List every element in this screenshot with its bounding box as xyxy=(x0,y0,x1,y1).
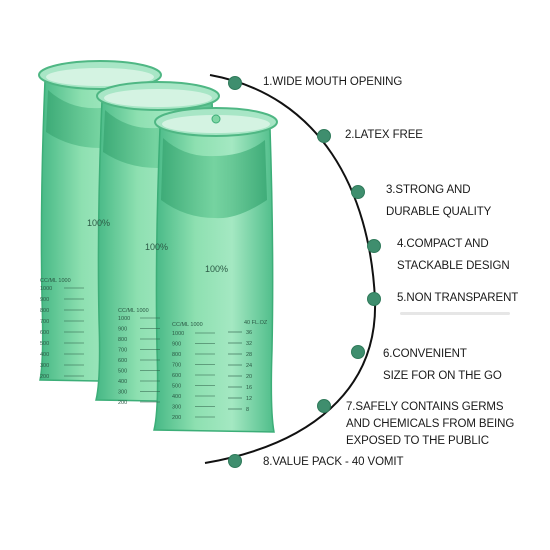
scale-number: 800 xyxy=(40,308,49,314)
badge-middle: 100% xyxy=(145,242,168,252)
feature-3-line-2: DURABLE QUALITY xyxy=(386,206,492,218)
scale-number: 700 xyxy=(40,319,49,325)
scale-number: 900 xyxy=(40,297,49,303)
scale-number-right: 36 xyxy=(246,330,252,336)
feature-dot-3 xyxy=(351,185,365,199)
feature-dot-2 xyxy=(317,129,331,143)
scale-number-right: 12 xyxy=(246,396,252,402)
scale-number-right: 24 xyxy=(246,363,252,369)
scale-number: 200 xyxy=(40,374,49,380)
bag-front xyxy=(153,107,278,433)
feature-dot-7 xyxy=(317,399,331,413)
scale-number: 900 xyxy=(118,327,127,333)
scale-number: 500 xyxy=(172,384,181,390)
scale-number: 600 xyxy=(40,330,49,336)
scale-number: 600 xyxy=(172,373,181,379)
scale-number: 200 xyxy=(172,415,181,421)
feature-7-line-2: AND CHEMICALS FROM BEING xyxy=(346,418,515,430)
scale-number-right: 20 xyxy=(246,374,252,380)
scale-number: 300 xyxy=(40,363,49,369)
scale-label-front: CC/ML 1000 xyxy=(172,322,203,328)
feature-1-line-1: 1.WIDE MOUTH OPENING xyxy=(263,76,403,88)
feature-dot-4 xyxy=(367,239,381,253)
scale-number: 400 xyxy=(40,352,49,358)
scale-number-right: 32 xyxy=(246,341,252,347)
feature-1: 1.WIDE MOUTH OPENING xyxy=(263,71,402,93)
bag-badges: 100% 100% 100% xyxy=(87,218,228,274)
feature-6: 6.CONVENIENT SIZE FOR ON THE GO xyxy=(383,343,502,387)
scale-number: 1000 xyxy=(40,286,52,292)
feature-8: 8.VALUE PACK - 40 VOMIT xyxy=(263,451,404,473)
feature-4: 4.COMPACT AND STACKABLE DESIGN xyxy=(397,233,510,277)
feature-2: 2.LATEX FREE xyxy=(345,124,423,146)
scale-number-right: 28 xyxy=(246,352,252,358)
scale-number: 1000 xyxy=(118,316,130,322)
scale-ticks: 1000 900 800 700 600 500 400 300 200 1000 900 800 70… xyxy=(40,286,252,421)
scale-number: 400 xyxy=(118,379,127,385)
scale-number: 500 xyxy=(40,341,49,347)
scale-number: 800 xyxy=(118,337,127,343)
feature-7-line-3: EXPOSED TO THE PUBLIC xyxy=(346,435,489,447)
scale-number: 500 xyxy=(118,369,127,375)
scale-right-label-front: 40 FL.OZ xyxy=(244,320,268,326)
feature-4-line-2: STACKABLE DESIGN xyxy=(397,260,510,272)
scale-number: 300 xyxy=(118,390,127,396)
feature-dot-1 xyxy=(228,76,242,90)
scale-number: 800 xyxy=(172,352,181,358)
feature-8-line-1: 8.VALUE PACK - 40 VOMIT xyxy=(263,456,404,468)
feature-3: 3.STRONG AND DURABLE QUALITY xyxy=(386,179,491,223)
badge-front: 100% xyxy=(205,264,228,274)
scale-number: 700 xyxy=(172,363,181,369)
feature-dot-5 xyxy=(367,292,381,306)
scale-number: 200 xyxy=(118,400,127,406)
feature-3-line-1: 3.STRONG AND xyxy=(386,184,471,196)
feature-6-line-2: SIZE FOR ON THE GO xyxy=(383,370,502,382)
feature-5-line-1: 5.NON TRANSPARENT xyxy=(397,292,519,304)
scale-number: 300 xyxy=(172,405,181,411)
scale-number: 700 xyxy=(118,348,127,354)
feature-5-underline xyxy=(400,312,510,315)
scale-number: 400 xyxy=(172,394,181,400)
feature-6-line-1: 6.CONVENIENT xyxy=(383,348,467,360)
feature-4-line-1: 4.COMPACT AND xyxy=(397,238,489,250)
scale-number: 1000 xyxy=(172,331,184,337)
badge-back: 100% xyxy=(87,218,110,228)
scale-number: 900 xyxy=(172,342,181,348)
feature-5: 5.NON TRANSPARENT xyxy=(397,287,518,309)
scale-number-right: 16 xyxy=(246,385,252,391)
scale-label-back: CC/ML 1000 xyxy=(40,278,71,284)
scale-label-middle: CC/ML 1000 xyxy=(118,308,149,314)
scale-number-right: 8 xyxy=(246,407,249,413)
feature-dot-6 xyxy=(351,345,365,359)
feature-7: 7.SAFELY CONTAINS GERMS AND CHEMICALS FR… xyxy=(346,396,514,452)
scale-number: 600 xyxy=(118,358,127,364)
feature-dot-8 xyxy=(228,454,242,468)
feature-2-line-1: 2.LATEX FREE xyxy=(345,129,423,141)
feature-7-line-1: 7.SAFELY CONTAINS GERMS xyxy=(346,401,504,413)
